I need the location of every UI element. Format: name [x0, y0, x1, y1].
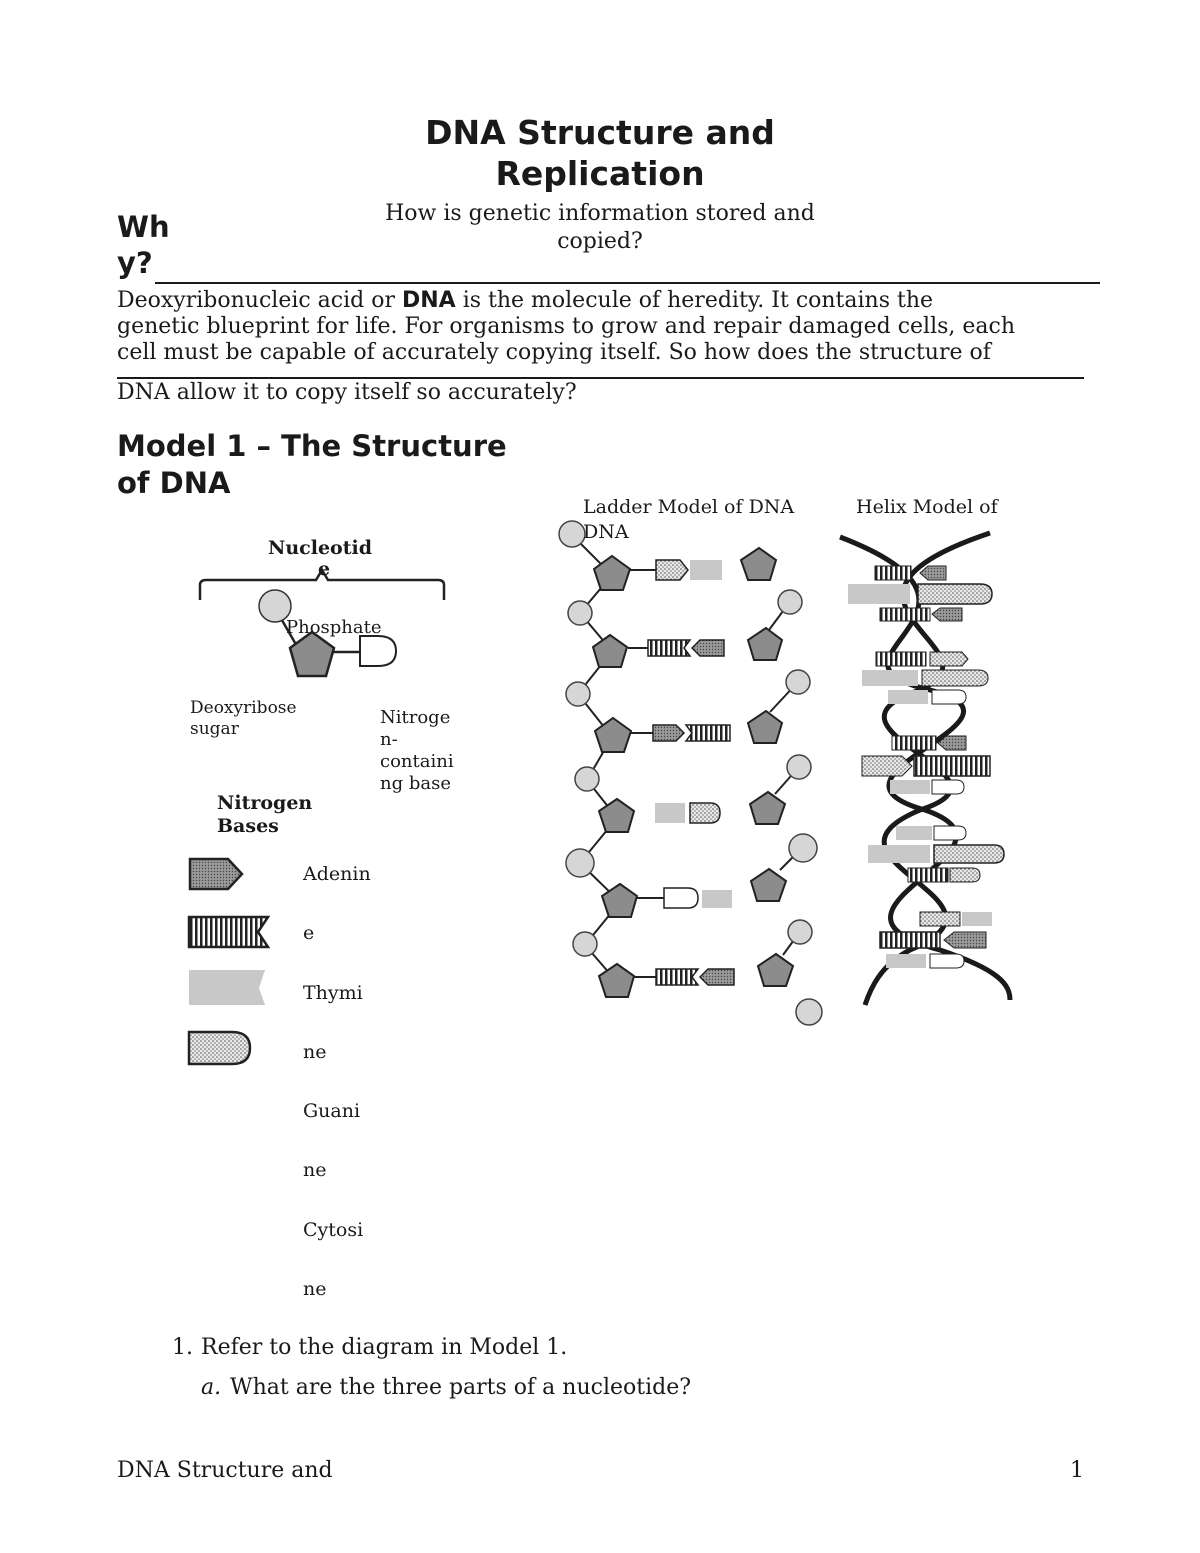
ladder-model-label: Ladder Model of DNA	[583, 496, 794, 518]
base-label: Thymi	[303, 981, 363, 1005]
question-1-number: 1.	[172, 1334, 193, 1362]
base-label: Cytosi	[303, 1218, 363, 1242]
nitrogen-base-label: Nitroge n- containi ng base	[380, 707, 454, 795]
sugar-label: Deoxyribose sugar	[190, 698, 297, 740]
base-label: Adenin	[303, 862, 371, 886]
nucleotide-label: Nucleotid	[268, 537, 372, 560]
helix-model-label: Helix Model of	[856, 496, 998, 518]
question-a-text: What are the three parts of a nucleotide…	[230, 1374, 691, 1402]
base-label: ne	[303, 1277, 326, 1301]
guanine-legend-shape	[189, 970, 265, 1005]
adenine-legend-shape	[190, 859, 242, 889]
nbase-line-1: Nitroge	[380, 707, 454, 729]
ladder-left-strand	[559, 521, 637, 997]
helix-base-pairs	[848, 566, 1004, 968]
nitrogen-bases-title: Nitrogen Bases	[217, 792, 312, 838]
thymine-legend-shape	[189, 917, 268, 947]
cytosine-legend-shape	[189, 1032, 250, 1064]
page-number: 1	[1070, 1457, 1084, 1485]
sugar-label-1: Deoxyribose	[190, 698, 297, 719]
nbase-line-2: n-	[380, 729, 454, 751]
nucleotide-label-2: e	[318, 558, 330, 581]
nbase-line-3: containi	[380, 751, 454, 773]
phosphate-label: Phosphate	[286, 617, 382, 639]
base-label: ne	[303, 1040, 326, 1064]
bases-title-2: Bases	[217, 815, 312, 838]
nbase-line-4: ng base	[380, 773, 454, 795]
base-label: Guani	[303, 1099, 360, 1123]
footer-title: DNA Structure and	[117, 1457, 333, 1485]
ladder-right-nucleotides	[741, 548, 822, 1025]
ladder-rungs	[628, 560, 734, 985]
question-a-letter: a.	[201, 1374, 221, 1402]
question-1-text: Refer to the diagram in Model 1.	[201, 1334, 567, 1362]
base-shape	[360, 636, 396, 666]
base-label: ne	[303, 1158, 326, 1182]
base-label: e	[303, 921, 314, 945]
ladder-model-label-2: DNA	[583, 521, 629, 543]
sugar-label-2: sugar	[190, 719, 297, 740]
bases-title-1: Nitrogen	[217, 792, 312, 815]
